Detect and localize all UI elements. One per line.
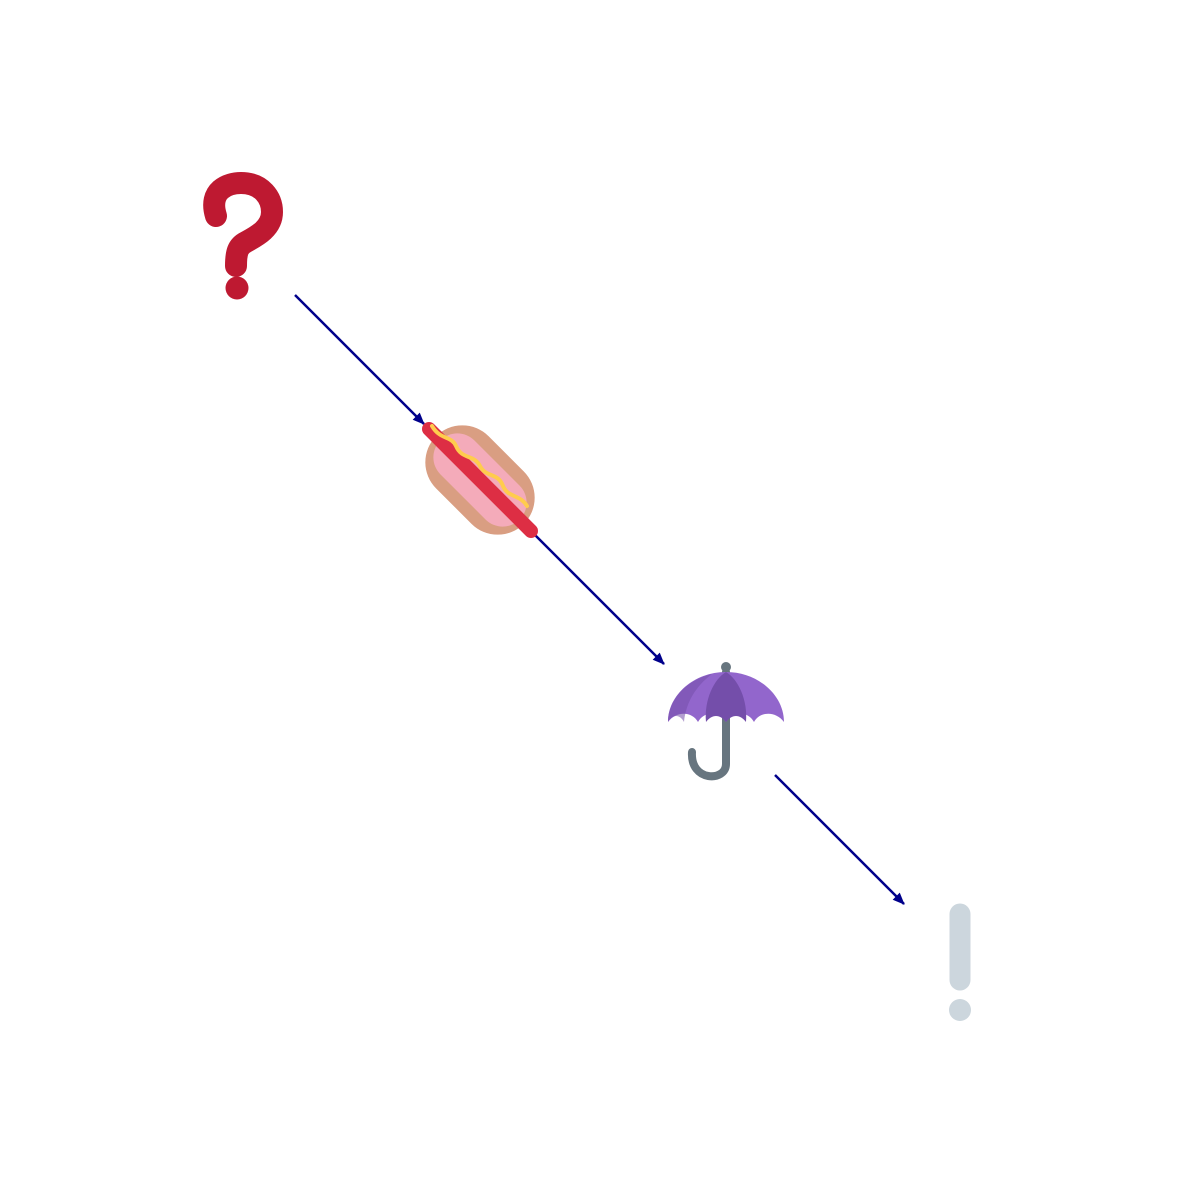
arrow-question-to-hotdog	[294, 294, 425, 425]
arrow-umbrella-to-exclamation	[774, 774, 905, 905]
edges-group	[294, 294, 905, 905]
red-question-mark-icon	[203, 172, 283, 300]
umbrella-icon	[668, 662, 784, 781]
white-exclamation-mark-icon	[949, 903, 971, 1021]
arrow-hotdog-to-umbrella	[534, 534, 665, 665]
hot-dog-icon	[422, 422, 538, 538]
